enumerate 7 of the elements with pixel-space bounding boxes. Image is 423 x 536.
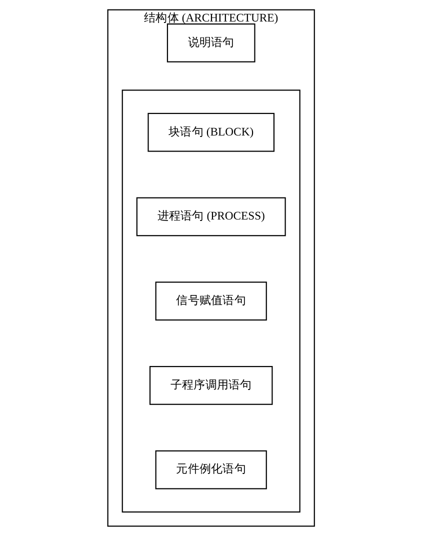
node-box: 说明语句 [167,23,256,62]
node-box: 块语句 (BLOCK) [148,112,275,152]
node-box: 进程语句 (PROCESS) [136,197,286,236]
node-box: 元件例化语句 [156,450,268,490]
node-box: 子程序调用语句 [150,366,274,405]
node-box: 信号赋值语句 [156,282,268,321]
cluster [122,90,301,513]
